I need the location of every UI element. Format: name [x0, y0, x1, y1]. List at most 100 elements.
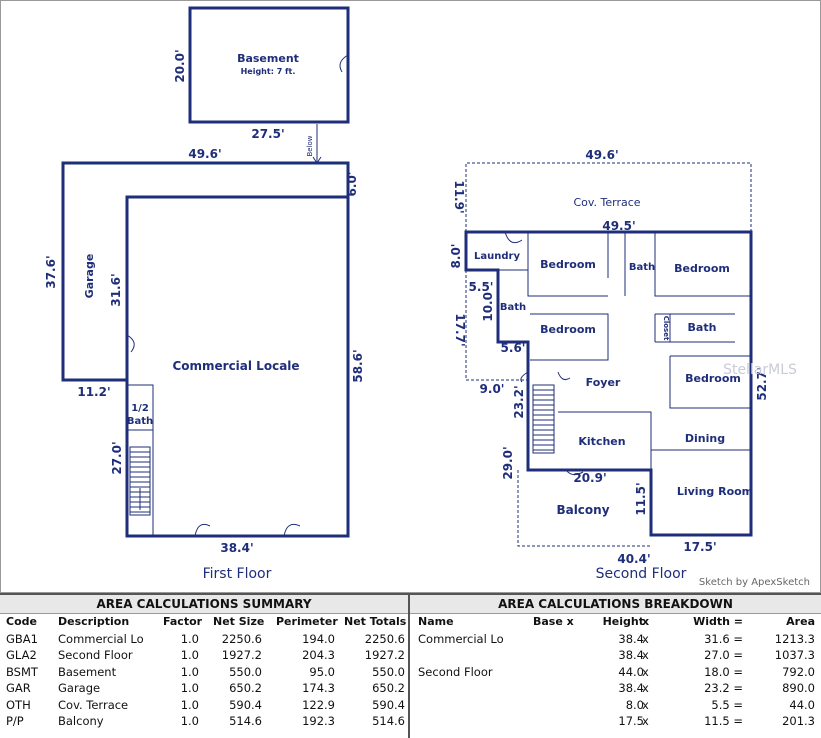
- table-cell: P/P: [6, 714, 24, 728]
- bedroom-1-label: Bedroom: [540, 258, 596, 271]
- first-floor-plan: 49.6' 6.0' 37.6' Garage 31.6' 11.2' Comm…: [44, 147, 365, 582]
- second-dim-terrace-left: 11.9': [452, 180, 466, 213]
- summary-header-cell: Perimeter: [276, 615, 338, 628]
- first-dim-left: 37.6': [44, 255, 58, 288]
- terrace-outline: [465, 162, 752, 232]
- table-cell: Cov. Terrace: [58, 697, 129, 712]
- table-cell: x: [642, 648, 649, 662]
- table-cell: 1037.3: [774, 648, 815, 662]
- balcony-label: Balcony: [556, 503, 609, 517]
- table-cell: 204.3: [302, 648, 335, 662]
- living-room-label: Living Room: [677, 485, 753, 498]
- table-cell: 95.0: [309, 664, 335, 679]
- garage-inner-wall: [125, 195, 348, 380]
- table-cell: 194.0: [302, 631, 335, 646]
- breakdown-header-row: Name Base x Height x Width = Area: [410, 614, 821, 631]
- table-cell: 17.5: [618, 714, 644, 728]
- watermark: StellarMLS: [723, 362, 797, 378]
- entry-door-icon: [520, 371, 529, 383]
- table-cell: 1.0: [180, 664, 199, 679]
- summary-header-cell: Code: [6, 615, 37, 628]
- table-cell: 38.4: [618, 631, 644, 646]
- second-floor-plan: 49.6' 11.9' Cov. Terrace 49.5' 8.0' Laun…: [449, 148, 769, 582]
- table-cell: GLA2: [6, 648, 37, 662]
- half-bath-label-2: Bath: [127, 416, 153, 427]
- summary-header-cell: Net Size: [213, 615, 265, 628]
- second-dim-c: 17.7': [453, 313, 467, 346]
- basement-stair-note: Below: [306, 135, 314, 156]
- table-cell: 38.4: [618, 648, 644, 662]
- table-cell: 1.0: [180, 681, 199, 695]
- kitchen-label: Kitchen: [578, 435, 625, 448]
- breakdown-header-cell: Base x: [533, 615, 574, 628]
- first-dim-garage-bottom: 11.2': [77, 385, 110, 399]
- table-cell: Commercial Lo: [418, 631, 504, 646]
- left-dash-outline: [465, 270, 528, 381]
- summary-header-cell: Description: [58, 615, 130, 628]
- table-cell: 122.9: [302, 697, 335, 712]
- breakdown-title: AREA CALCULATIONS BREAKDOWN: [410, 595, 821, 614]
- balcony-outline: [517, 470, 651, 547]
- laundry-door-icon: [504, 231, 523, 244]
- second-dim-e: 9.0': [480, 382, 505, 396]
- table-cell: 2250.6: [364, 631, 405, 646]
- dining-label: Dining: [685, 432, 725, 445]
- first-dim-top: 49.6': [188, 147, 221, 161]
- second-dim-j: 52.7': [755, 367, 769, 400]
- table-cell: 5.5 =: [711, 697, 743, 712]
- laundry-label: Laundry: [474, 251, 520, 262]
- foyer-door-icon: [557, 371, 571, 380]
- basement-height-note: Height: 7 ft.: [241, 67, 296, 76]
- table-cell: 514.6: [372, 714, 405, 728]
- garage-label: Garage: [83, 254, 96, 299]
- breakdown-header-cell: x: [642, 615, 650, 628]
- table-cell: 11.5 =: [704, 714, 743, 728]
- summary-header-cell: Net Totals: [344, 615, 407, 628]
- first-floor-stairs: [129, 446, 151, 516]
- table-cell: 174.3: [302, 681, 335, 695]
- table-cell: Garage: [58, 681, 101, 695]
- summary-title: AREA CALCULATIONS SUMMARY: [0, 595, 408, 614]
- table-cell: 44.0: [618, 664, 644, 679]
- basement-dim-height: 20.0': [173, 49, 187, 82]
- basement-door-icon: [339, 54, 349, 73]
- second-dim-f: 23.2': [512, 385, 526, 418]
- table-cell: 1.0: [180, 714, 199, 728]
- second-dim-laundry: 8.0': [449, 244, 463, 269]
- second-dim-h: 20.9': [573, 471, 606, 485]
- bedroom-2-label: Bedroom: [674, 262, 730, 275]
- table-cell: 23.2 =: [704, 681, 743, 695]
- basement-label: Basement: [237, 52, 299, 65]
- table-cell: x: [642, 681, 649, 695]
- first-dim-right: 58.6': [351, 349, 365, 382]
- table-cell: OTH: [6, 697, 31, 712]
- area-summary-table: AREA CALCULATIONS SUMMARY Code Descripti…: [0, 595, 410, 738]
- table-cell: 590.4: [372, 697, 405, 712]
- table-cell: 792.0: [782, 664, 815, 679]
- garage-door-icon: [126, 334, 135, 353]
- table-cell: 31.6 =: [704, 631, 743, 646]
- table-cell: 1.0: [180, 697, 199, 712]
- table-cell: 8.0: [625, 697, 644, 712]
- summary-header-cell: Factor: [163, 615, 203, 628]
- commercial-locale-label: Commercial Locale: [172, 359, 299, 373]
- second-floor-outer-walls: [464, 230, 753, 537]
- table-cell: 550.0: [372, 664, 405, 679]
- second-dim-g: 29.0': [501, 446, 515, 479]
- first-floor-caption: First Floor: [203, 566, 272, 582]
- second-dim-b: 10.0': [481, 288, 495, 321]
- second-dim-d: 5.6': [501, 341, 526, 355]
- table-cell: GBA1: [6, 631, 38, 646]
- bedroom-4-label: Bedroom: [685, 372, 741, 385]
